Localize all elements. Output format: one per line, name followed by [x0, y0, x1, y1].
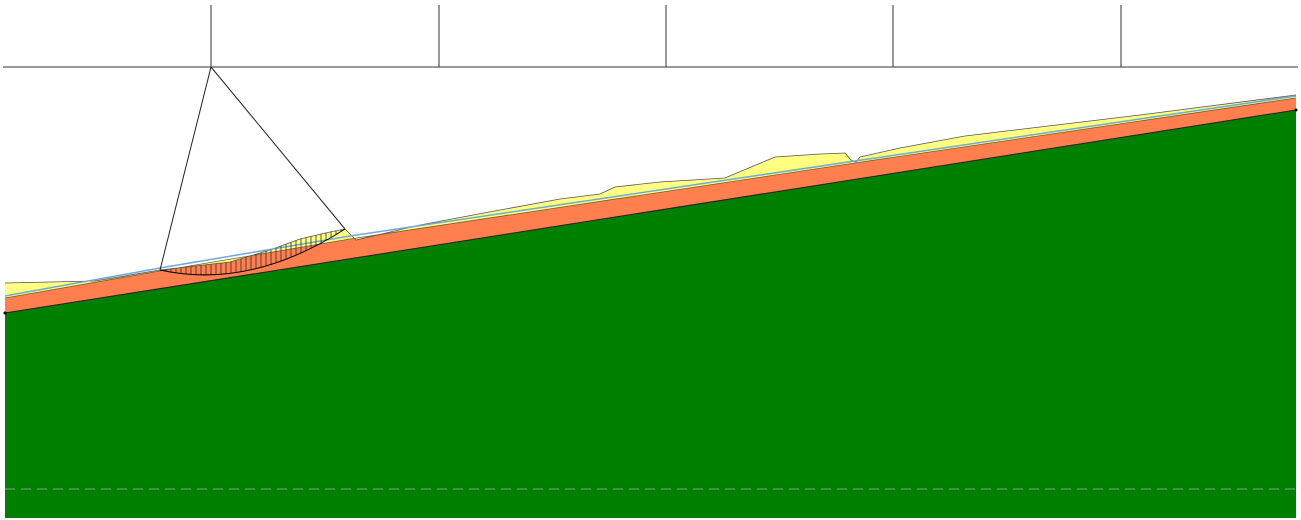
boundary-node [1294, 108, 1298, 112]
weathered-top-line [4, 97, 1297, 299]
water-table-line [4, 95, 1297, 297]
boundary-node [3, 311, 7, 315]
bedrock-layer [5, 110, 1296, 518]
slip-radius-line [159, 66, 212, 271]
bedrock-top-line [4, 109, 1297, 314]
ground-surface-line [4, 94, 1297, 284]
slip-surface-arc [159, 228, 346, 276]
weathered-layer [5, 98, 1296, 313]
slip-radius-line [210, 66, 346, 230]
sliding-mass-hatching [165, 229, 342, 275]
search-grid [3, 5, 1298, 68]
